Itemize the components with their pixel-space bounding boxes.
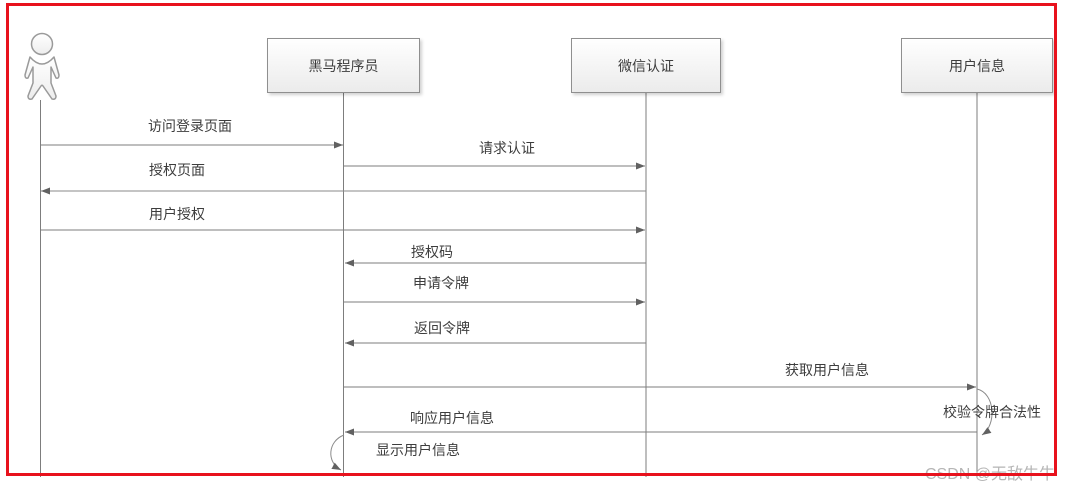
- message-label-auth-page: 授权页面: [149, 162, 205, 178]
- message-label-get-user-info: 获取用户信息: [785, 362, 869, 378]
- participant-wechat-auth: 微信认证: [571, 38, 721, 93]
- message-label-apply-token: 申请令牌: [413, 275, 469, 291]
- message-label-access-login: 访问登录页面: [148, 118, 232, 134]
- message-label-validate-token: 校验令牌合法性: [943, 404, 1041, 420]
- self-message-arc-validate-token: [976, 388, 993, 436]
- message-label-auth-code: 授权码: [411, 244, 453, 260]
- message-label-user-authorize: 用户授权: [149, 206, 205, 222]
- message-label-return-token: 返回令牌: [414, 320, 470, 336]
- participant-user-info-label: 用户信息: [949, 57, 1005, 74]
- participant-heima: 黑马程序员: [267, 38, 420, 93]
- self-message-arc-show-user-info: [330, 434, 345, 471]
- participant-heima-label: 黑马程序员: [308, 57, 379, 74]
- participant-wechat-auth-label: 微信认证: [618, 57, 674, 74]
- message-label-show-user-info: 显示用户信息: [376, 442, 460, 458]
- message-label-request-auth: 请求认证: [479, 140, 535, 156]
- watermark: CSDN @无敌牛牛: [924, 466, 1055, 483]
- actor-icon: [24, 32, 60, 100]
- participant-user-info: 用户信息: [901, 38, 1053, 93]
- message-label-respond-user-info: 响应用户信息: [410, 410, 494, 426]
